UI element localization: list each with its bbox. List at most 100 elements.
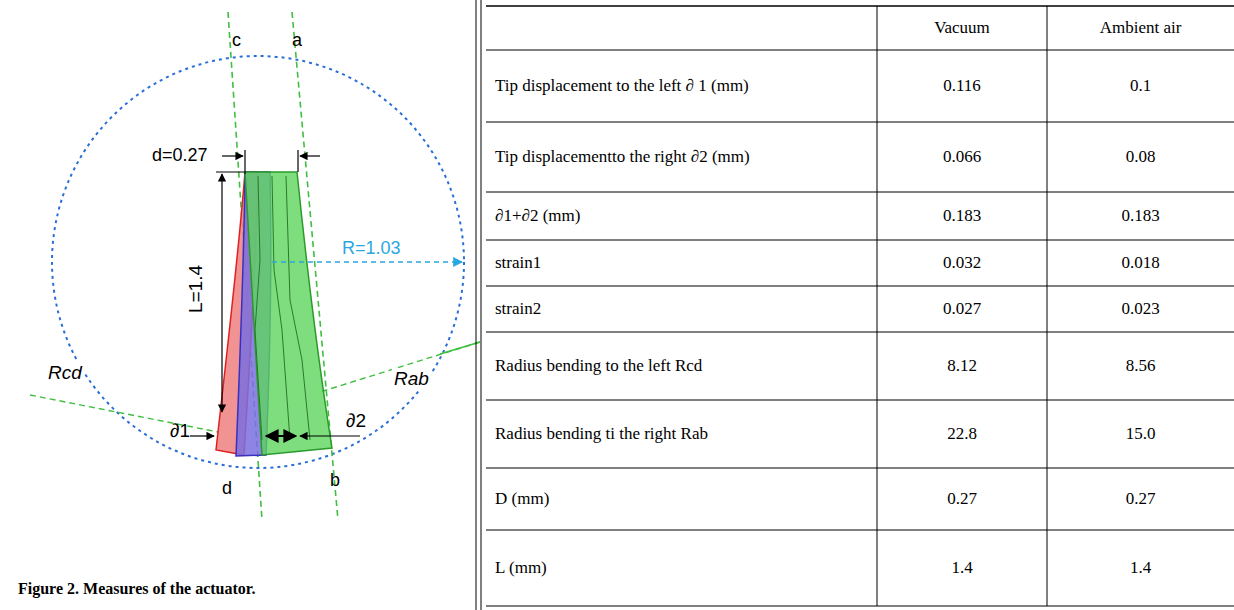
row-header: Radius bending ti the right Rab bbox=[487, 401, 876, 467]
separator-line bbox=[476, 0, 477, 610]
row-header: ∂1+∂2 (mm) bbox=[487, 193, 876, 239]
table-rule bbox=[486, 468, 1234, 469]
table-cell-text: 0.08 bbox=[1126, 147, 1156, 167]
radius-line-ab bbox=[320, 342, 480, 392]
table-cell-text: 0.027 bbox=[943, 299, 981, 319]
table-value: 0.018 bbox=[1048, 241, 1233, 285]
table-rule bbox=[877, 6, 878, 606]
dimension-arrow bbox=[300, 155, 320, 156]
table-rule bbox=[486, 332, 1234, 333]
table-cell-text: Radius bending to the left Rcd bbox=[495, 356, 702, 376]
table-cell-text: strain1 bbox=[495, 253, 541, 273]
dimension-arrow bbox=[222, 155, 243, 156]
row-header: strain2 bbox=[487, 287, 876, 331]
table-cell-text: ∂1+∂2 (mm) bbox=[495, 206, 580, 226]
point-letter: b bbox=[330, 470, 340, 491]
figure-caption: Figure 2. Measures of the actuator. bbox=[18, 580, 255, 598]
table-cell-text: 0.1 bbox=[1130, 76, 1151, 96]
table-value: 0.066 bbox=[878, 123, 1046, 191]
row-header: strain1 bbox=[487, 241, 876, 285]
row-header: Tip displacementto the right ∂2 (mm) bbox=[487, 123, 876, 191]
dimension-tick bbox=[244, 150, 245, 174]
table-rule bbox=[1047, 6, 1048, 606]
table-cell-text: 8.12 bbox=[947, 356, 977, 376]
point-letter: a bbox=[292, 30, 302, 51]
table-cell-text: strain2 bbox=[495, 299, 541, 319]
table-cell-text: 1.4 bbox=[951, 558, 972, 578]
table-cell-text: L (mm) bbox=[495, 558, 547, 578]
displacement-arrow-right bbox=[300, 435, 360, 436]
displacement-span bbox=[266, 435, 296, 437]
table-rule bbox=[486, 5, 1234, 7]
table-cell-text: 0.018 bbox=[1121, 253, 1159, 273]
electrode-line bbox=[286, 176, 310, 440]
point-letter: c bbox=[232, 30, 241, 51]
table-value: 0.027 bbox=[878, 287, 1046, 331]
dimension-tick bbox=[297, 150, 298, 172]
separator-line bbox=[481, 0, 482, 610]
table-value: 0.183 bbox=[878, 193, 1046, 239]
column-header: Vacuum bbox=[878, 7, 1046, 49]
table-cell-text: D (mm) bbox=[495, 489, 549, 509]
table-value: 8.56 bbox=[1048, 333, 1233, 399]
table-value: 22.8 bbox=[878, 401, 1046, 467]
table-grid bbox=[486, 6, 1234, 606]
table-cell-text: 0.116 bbox=[943, 76, 981, 96]
displacement-arrow-left bbox=[190, 435, 214, 436]
table-value: 1.4 bbox=[878, 531, 1046, 605]
table-value: 0.023 bbox=[1048, 287, 1233, 331]
dimension-label: ∂2 bbox=[346, 410, 366, 432]
table-rule bbox=[486, 50, 1234, 51]
point-letter: d bbox=[222, 478, 232, 499]
bent-right-shape bbox=[245, 172, 332, 455]
table-rule bbox=[486, 606, 1234, 607]
row-header: Radius bending to the left Rcd bbox=[487, 333, 876, 399]
table-value: 0.032 bbox=[878, 241, 1046, 285]
table-cell-text: 0.183 bbox=[943, 206, 981, 226]
table-value: 0.08 bbox=[1048, 123, 1233, 191]
dimension-label: Rcd bbox=[46, 362, 84, 384]
table-cell-text: 0.27 bbox=[1126, 489, 1156, 509]
table-cell-text: 0.032 bbox=[943, 253, 981, 273]
table-value: 0.27 bbox=[1048, 469, 1233, 529]
table-value: 0.27 bbox=[878, 469, 1046, 529]
electrode-line bbox=[255, 176, 262, 440]
table-rule bbox=[486, 530, 1234, 531]
table-cell-text: 0.066 bbox=[943, 147, 981, 167]
table-cell-text: Radius bending ti the right Rab bbox=[495, 424, 708, 444]
table-value: 0.1 bbox=[1048, 51, 1233, 121]
table-value: 0.116 bbox=[878, 51, 1046, 121]
table-cell-text: Vacuum bbox=[934, 18, 990, 38]
table-rule bbox=[486, 240, 1234, 241]
table-cell-text: 0.183 bbox=[1121, 206, 1159, 226]
radius-leader bbox=[440, 342, 480, 354]
table-cell-text: 1.4 bbox=[1130, 558, 1151, 578]
radius-arrow bbox=[272, 261, 462, 262]
dimension-label: ∂1 bbox=[170, 420, 190, 442]
column-header: Ambient air bbox=[1048, 7, 1233, 49]
table-cell-text: 15.0 bbox=[1126, 424, 1156, 444]
dimension-label: R=1.03 bbox=[340, 238, 403, 259]
table-value: 8.12 bbox=[878, 333, 1046, 399]
table-cell-text: 0.023 bbox=[1121, 299, 1159, 319]
row-header: L (mm) bbox=[487, 531, 876, 605]
length-dimension bbox=[221, 174, 222, 412]
dimension-label: Rab bbox=[392, 368, 431, 390]
row-header: D (mm) bbox=[487, 469, 876, 529]
table-cell-text: Tip displacementto the right ∂2 (mm) bbox=[495, 147, 750, 167]
dimension-tick bbox=[216, 172, 244, 173]
table-rule bbox=[486, 286, 1234, 287]
dimension-label: L=1.4 bbox=[185, 265, 207, 313]
table-value: 15.0 bbox=[1048, 401, 1233, 467]
table-cell-text: Ambient air bbox=[1100, 18, 1182, 38]
row-header: Tip displacement to the left ∂ 1 (mm) bbox=[487, 51, 876, 121]
table-value: 0.183 bbox=[1048, 193, 1233, 239]
dimension-label: d=0.27 bbox=[152, 145, 208, 166]
bending-circle bbox=[52, 56, 464, 468]
table-cell-text: 0.27 bbox=[947, 489, 977, 509]
table-cell-text: 8.56 bbox=[1126, 356, 1156, 376]
table-rule bbox=[486, 192, 1234, 193]
table-rule bbox=[486, 400, 1234, 401]
table-cell-text: 22.8 bbox=[947, 424, 977, 444]
table-cell-text: Tip displacement to the left ∂ 1 (mm) bbox=[495, 76, 749, 96]
